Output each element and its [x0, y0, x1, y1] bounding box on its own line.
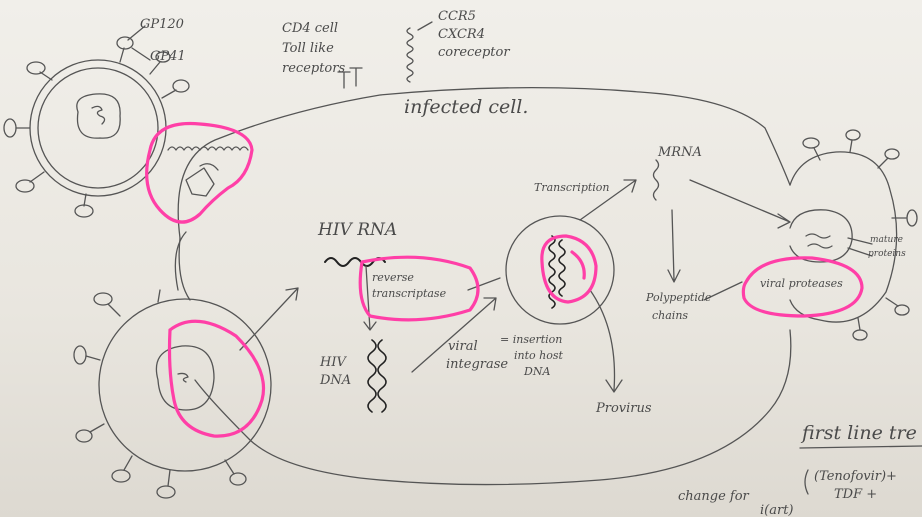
label-rt-line2: transcriptase: [372, 287, 447, 300]
label-cxcr4: CXCR4: [438, 27, 485, 42]
label-insertion-line2: into host: [514, 349, 563, 362]
fusion-coil: [167, 146, 249, 151]
hiv-dna-helix: [367, 339, 387, 413]
label-hiv-rna: HIV RNA: [318, 220, 398, 240]
label-tenofovir: (Tenofovir)+: [814, 469, 897, 484]
arrow-to-rna: [239, 287, 299, 351]
highlight-fusion: [145, 121, 254, 224]
label-cd4-line1: CD4 cell: [282, 21, 339, 36]
label-mature-line2: proteins: [868, 249, 906, 259]
label-cd4-line3: receptors: [282, 61, 346, 76]
label-ccr5: CCR5: [438, 9, 476, 24]
highlight-entry: [167, 319, 266, 438]
label-coreceptor: coreceptor: [438, 45, 510, 60]
host-nucleus: [505, 215, 615, 325]
label-bottom-partial: i(art): [760, 503, 794, 517]
label-transcription: Transcription: [534, 181, 610, 194]
label-cd4-line2: Toll like: [282, 41, 334, 56]
label-provirus: Provirus: [596, 401, 652, 416]
virion-bottom-left: [73, 289, 272, 499]
virion-budding-right: [789, 129, 918, 341]
label-polypeptide-line1: Polypeptide: [646, 291, 712, 304]
coreceptor-coil: [406, 21, 433, 83]
highlight-proteases: [741, 256, 864, 318]
label-integrase-line2: integrase: [446, 357, 509, 372]
label-mature-line1: mature: [870, 235, 903, 245]
pink-highlights: [145, 121, 864, 438]
label-insertion-line1: = insertion: [500, 333, 563, 346]
label-gp41: GP41: [150, 49, 186, 64]
virion-top-left: [3, 25, 190, 218]
label-viral-proteases: viral proteases: [760, 277, 843, 290]
label-hiv-dna-line2: DNA: [320, 373, 352, 388]
label-insertion-line3: DNA: [524, 365, 551, 378]
label-gp120: GP120: [140, 17, 184, 32]
infected-cell-membrane: [177, 87, 792, 486]
gp-spikes: [3, 36, 190, 218]
label-first-line: first line tre: [802, 422, 917, 444]
highlight-nucleus-integration: [540, 234, 598, 304]
label-tdf: TDF +: [834, 487, 878, 502]
label-polypeptide-line2: chains: [652, 309, 689, 322]
label-infected-cell: infected cell.: [404, 96, 529, 118]
cd4-receptor: [337, 67, 363, 89]
mrna-strand: [652, 159, 660, 201]
label-integrase-line1: viral: [448, 339, 478, 354]
label-change-for: change for: [678, 489, 749, 504]
label-rt-line1: reverse: [372, 271, 414, 284]
label-hiv-dna-line1: HIV: [320, 355, 346, 370]
highlight-reverse-transcriptase: [358, 255, 480, 322]
label-mrna: MRNA: [658, 145, 702, 160]
